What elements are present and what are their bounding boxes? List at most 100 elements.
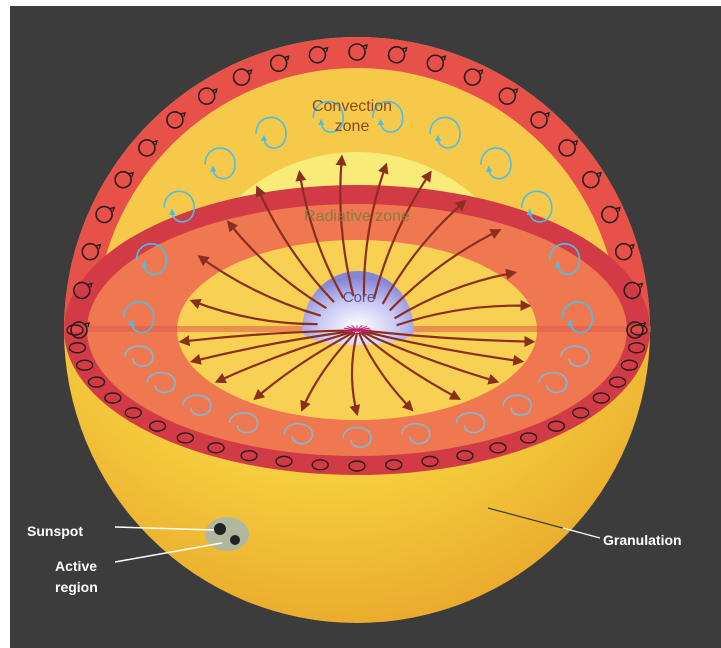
rotation-cell-icon — [498, 87, 519, 105]
convection-loop-icon — [455, 411, 486, 434]
active-region-label-2: region — [55, 579, 98, 595]
radiation-arrow-icon — [394, 268, 518, 320]
rotation-cell-icon — [421, 455, 439, 468]
radiation-arrow-icon — [349, 332, 361, 417]
radiation-arrow-icon — [372, 170, 432, 300]
rotation-cell-icon — [68, 342, 87, 354]
convection-loop-icon — [538, 371, 568, 394]
convection-loop-icon — [548, 243, 581, 276]
rotation-cell-icon — [124, 407, 142, 419]
radiation-arrow-icon — [359, 331, 462, 400]
convection-loop-icon — [429, 116, 461, 149]
sunspot-group — [205, 517, 249, 551]
rotation-cell-icon — [148, 420, 167, 432]
active-region-patch — [205, 517, 249, 551]
rotation-cell-icon — [176, 432, 195, 444]
convection-loop-icon — [204, 147, 236, 180]
active-region-label-1: Active — [55, 558, 97, 574]
convection-loop-icon — [181, 394, 212, 416]
rotation-cell-icon — [138, 139, 158, 157]
radiation-arrow-icon — [396, 300, 532, 327]
radiation-arrow-icon — [357, 332, 414, 412]
rotation-cell-icon — [620, 359, 639, 371]
rotation-cell-icon — [275, 455, 293, 468]
rotation-cell-icon — [348, 460, 366, 472]
sunspot-leader — [114, 526, 215, 531]
rotation-cell-icon — [104, 392, 122, 404]
radiation-arrow-icon — [381, 199, 467, 305]
convection-zone-label-2: zone — [335, 118, 370, 135]
convection-loop-icon — [283, 422, 314, 445]
radiation-arrow-icon — [197, 255, 322, 317]
radiation-arrow-icon — [362, 162, 389, 297]
rotation-cell-icon — [572, 407, 590, 419]
rotation-cell-icon — [70, 321, 90, 339]
convection-loop-icon — [342, 426, 372, 449]
rotation-cell-icon — [73, 281, 93, 300]
convection-loop-icon — [255, 116, 287, 149]
rotation-cell-icon — [387, 46, 408, 64]
rotation-cell-icon — [114, 170, 135, 189]
rotation-cell-icon — [269, 54, 290, 73]
convection-loop-icon — [400, 422, 431, 445]
radiation-arrow-icon — [226, 220, 327, 310]
rotation-cell-icon — [240, 449, 258, 462]
radiation-arrow-icon — [362, 330, 525, 366]
rotation-cell-icon — [197, 87, 218, 105]
radiation-arrow-icon — [335, 154, 355, 297]
convection-loop-icon — [124, 345, 154, 367]
rotation-cell-icon — [463, 68, 484, 86]
convection-loop-icon — [520, 190, 553, 223]
convection-loop-icon — [502, 394, 533, 416]
convection-loop-icon — [561, 301, 594, 334]
convection-loop-icon — [371, 100, 404, 133]
rotation-cell-icon — [592, 392, 610, 404]
sunspot-dark-1 — [214, 523, 226, 535]
radiation-arrow-icon — [362, 329, 536, 348]
rotation-cell-icon — [75, 359, 94, 371]
rotation-cell-icon — [623, 281, 644, 300]
radiation-arrow-icon — [189, 330, 352, 365]
rotation-cell-icon — [456, 449, 474, 462]
radiation-arrow-icon — [214, 330, 353, 384]
rotation-cell-icon — [308, 46, 329, 64]
radiative-zone-label: Radiative zone — [304, 208, 410, 225]
convection-loop-icon — [122, 301, 155, 334]
core-center-line — [343, 327, 371, 333]
rotation-cell-icon — [614, 242, 635, 261]
radiation-arrow-icon — [253, 331, 355, 401]
granulation-label: Granulation — [603, 532, 682, 548]
rotation-cell-icon — [630, 324, 648, 336]
radiation-arrow-icon — [295, 169, 345, 299]
rotation-cell-icon — [627, 342, 646, 354]
radiation-arrow-icon — [178, 329, 352, 347]
convection-loop-icon — [135, 243, 168, 276]
rotation-cell-icon — [519, 432, 538, 444]
convection-loop-icon — [312, 100, 345, 133]
rotation-cells — [66, 43, 648, 472]
convection-loop-icon — [228, 411, 259, 434]
radiation-arrow-icon — [255, 185, 335, 303]
rotation-cell-icon — [608, 376, 627, 388]
core-sphere — [302, 271, 414, 345]
sunspot-label: Sunspot — [27, 523, 83, 539]
radiation-arrow-icon — [300, 332, 356, 412]
rotation-cell-icon — [558, 139, 579, 157]
radiation-arrows — [178, 154, 536, 417]
rotation-cell-icon — [547, 420, 566, 432]
rotation-cell-icon — [87, 376, 106, 388]
convection-loop-icon — [163, 190, 196, 223]
rotation-cell-icon — [95, 205, 116, 224]
rotation-cell-icon — [582, 170, 602, 189]
granulation-leader-light — [562, 527, 601, 539]
rotation-cell-icon — [166, 111, 186, 129]
convection-loops — [122, 100, 594, 449]
rotation-cell-icon — [426, 54, 447, 73]
convection-zone-label-1: Convection — [312, 98, 392, 115]
rotation-cell-icon — [311, 459, 329, 471]
radiation-arrow-icon — [388, 229, 502, 312]
rotation-cell-icon — [348, 43, 368, 61]
convection-loop-icon — [480, 147, 512, 180]
